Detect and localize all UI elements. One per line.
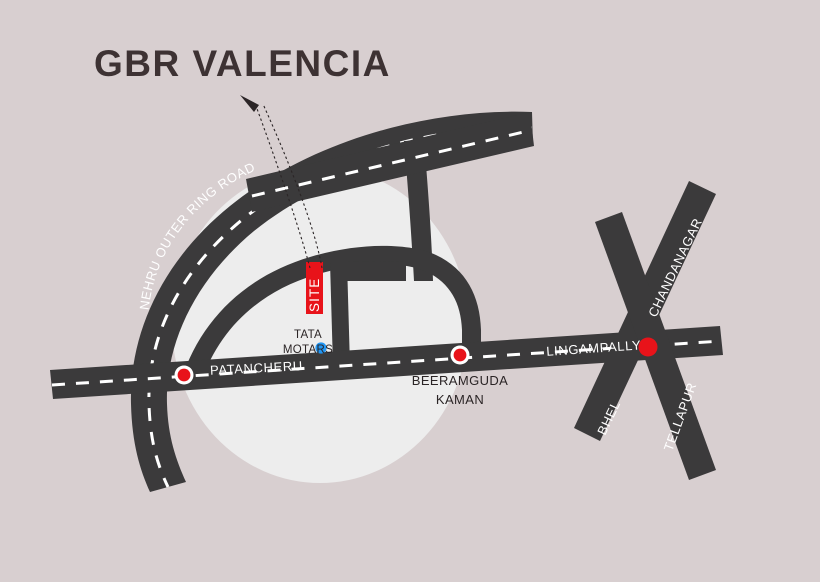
main-highway-surface [50, 326, 723, 399]
road-inner-loop-right [347, 261, 406, 281]
ring-road-surface [130, 111, 533, 492]
road-main-highway [50, 326, 723, 399]
road-site-spur [330, 262, 350, 366]
top-highway-surface [246, 112, 534, 212]
beeramguda-line2: KAMAN [436, 392, 484, 407]
site-marker-label: SITE [307, 278, 322, 312]
marker-beeramguda-junction[interactable] [450, 345, 470, 365]
map-halo-circle [172, 167, 468, 483]
road-connector-vertical [404, 140, 433, 281]
site-spur-surface [330, 262, 350, 366]
place-label-tata-motars: TATA MOTARS [283, 329, 333, 356]
road-inner-arc [181, 245, 481, 386]
site-pointer-arrow [240, 95, 323, 269]
site-marker[interactable]: SITE [306, 262, 323, 314]
tata-motars-line2: MOTARS [283, 344, 333, 356]
page-title: GBR VALENCIA [94, 43, 391, 84]
road-label-lingampally: LINGAMPALLY [546, 337, 642, 358]
marker-lingampally-junction[interactable] [638, 337, 658, 357]
connector-road-surface [404, 140, 433, 281]
place-label-beeramguda-kaman: BEERAMGUDA KAMAN [412, 373, 508, 407]
beeramguda-line1: BEERAMGUDA [412, 373, 508, 388]
tata-motars-line1: TATA [294, 329, 322, 341]
pointer-arrowhead [240, 95, 259, 112]
pointer-line-a [255, 105, 311, 269]
road-label-patancheru-text: PATANCHERU [210, 358, 303, 378]
marker-patancheru-junction[interactable] [174, 365, 194, 385]
road-label-lingampally-text: LINGAMPALLY [546, 337, 641, 358]
pointer-line-b [262, 103, 323, 269]
inner-loop-top-surface [347, 261, 406, 281]
site-marker-box [306, 262, 323, 314]
main-highway-centerline [51, 339, 723, 387]
road-label-patancheru: PATANCHERU [210, 358, 303, 378]
inner-arc-surface [181, 245, 481, 386]
road-top-highway [246, 112, 534, 212]
marker-tata-motars[interactable] [315, 342, 327, 354]
